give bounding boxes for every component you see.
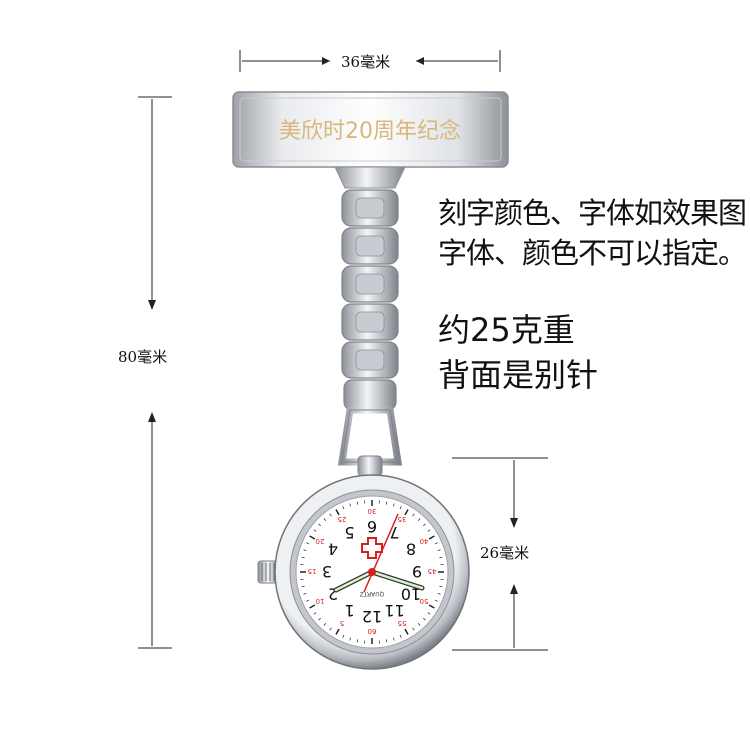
minute-tick: [303, 549, 307, 552]
hour-numeral: 10: [401, 585, 421, 604]
minute-tick: [309, 535, 316, 540]
minute-tick: [313, 612, 317, 615]
minute-mark-label: 25: [338, 515, 347, 523]
hour-numeral: 2: [328, 585, 338, 604]
minute-tick: [428, 604, 435, 609]
minute-tick: [356, 639, 358, 643]
minute-tick: [437, 592, 441, 595]
minute-mark-label: 15: [308, 567, 317, 575]
minute-mark-label: 40: [420, 537, 429, 545]
hour-numeral: 6: [367, 517, 377, 536]
plate-engraving: 美欣时20周年纪念: [279, 119, 461, 144]
height-label: 80毫米: [118, 348, 168, 366]
minute-mark-label: 5: [340, 619, 344, 627]
hour-numeral: 3: [322, 562, 332, 581]
hour-numeral: 7: [389, 523, 399, 542]
face-dimension-arrows: [452, 457, 548, 651]
hour-numeral: 5: [344, 523, 354, 542]
minute-tick: [335, 628, 340, 635]
center-cap: [368, 568, 376, 576]
minute-tick: [301, 586, 305, 588]
hour-numeral: 1: [344, 601, 354, 620]
minute-tick: [423, 617, 426, 621]
minute-tick: [309, 604, 316, 609]
minute-tick: [439, 556, 443, 558]
second-hand: [363, 513, 399, 593]
minute-tick: [423, 523, 426, 527]
brand-label: QUARTZ: [360, 590, 385, 597]
hour-numeral: 11: [384, 601, 404, 620]
minute-mark-label: 10: [316, 597, 325, 605]
minute-tick: [404, 509, 409, 516]
width-label: 36毫米: [341, 53, 391, 71]
minute-tick: [428, 535, 435, 540]
minute-tick: [303, 592, 307, 595]
minute-tick: [306, 599, 310, 602]
minute-tick: [342, 634, 345, 638]
note-line-2: 字体、颜色不可以指定。: [438, 236, 747, 270]
minute-tick: [342, 506, 345, 510]
minute-tick: [318, 617, 321, 621]
minute-mark-label: 20: [316, 537, 325, 545]
minute-tick: [301, 556, 305, 558]
height-dimension-arrows: [138, 96, 172, 649]
minute-hand-lume: [370, 570, 424, 590]
minute-mark-label: 45: [428, 567, 437, 575]
minute-mark-label: 50: [420, 597, 429, 605]
minute-mark-label: 55: [398, 619, 407, 627]
minute-tick: [323, 518, 327, 521]
minute-tick: [392, 637, 395, 641]
hour-numeral: 12: [362, 607, 382, 626]
hour-numeral: 4: [328, 540, 338, 559]
note-line-4: 背面是别针: [438, 356, 599, 394]
name-plate: 美欣时20周年纪念: [232, 91, 509, 189]
width-dimension-arrows: [239, 50, 501, 72]
minute-mark-label: 60: [368, 627, 377, 635]
height-dimension: 80毫米: [118, 96, 192, 652]
minute-tick: [329, 513, 332, 517]
minute-tick: [434, 542, 438, 545]
minute-tick: [306, 542, 310, 545]
minute-tick: [329, 627, 332, 631]
minute-tick: [412, 627, 415, 631]
minute-tick: [437, 549, 441, 552]
minute-tick: [386, 639, 388, 643]
minute-tick: [417, 623, 421, 626]
minute-tick: [349, 637, 352, 641]
minute-tick: [349, 503, 352, 507]
note-line-3: 约25克重: [438, 311, 575, 349]
minute-tick: [434, 599, 438, 602]
hour-numeral: 9: [412, 562, 422, 581]
minute-tick: [386, 501, 388, 505]
hour-hand-lume: [334, 570, 374, 592]
minute-tick: [313, 529, 317, 532]
minute-tick: [356, 501, 358, 505]
hour-numeral: 8: [406, 540, 416, 559]
minute-mark-label: 35: [398, 515, 407, 523]
minute-tick: [427, 612, 431, 615]
width-dimension: 36毫米: [238, 46, 502, 76]
face-label: 26毫米: [480, 544, 530, 562]
minute-mark-label: 30: [368, 507, 377, 515]
minute-tick: [323, 623, 327, 626]
note-line-1: 刻字颜色、字体如效果图: [438, 196, 747, 230]
minute-tick: [335, 509, 340, 516]
minute-tick: [399, 506, 402, 510]
minute-tick: [392, 503, 395, 507]
minute-tick: [439, 586, 443, 588]
minute-tick: [318, 523, 321, 527]
minute-tick: [412, 513, 415, 517]
face-dimension: 26毫米: [452, 456, 562, 656]
minute-tick: [399, 634, 402, 638]
minute-tick: [417, 518, 421, 521]
minute-tick: [404, 628, 409, 635]
minute-tick: [427, 529, 431, 532]
chain: [337, 189, 403, 477]
